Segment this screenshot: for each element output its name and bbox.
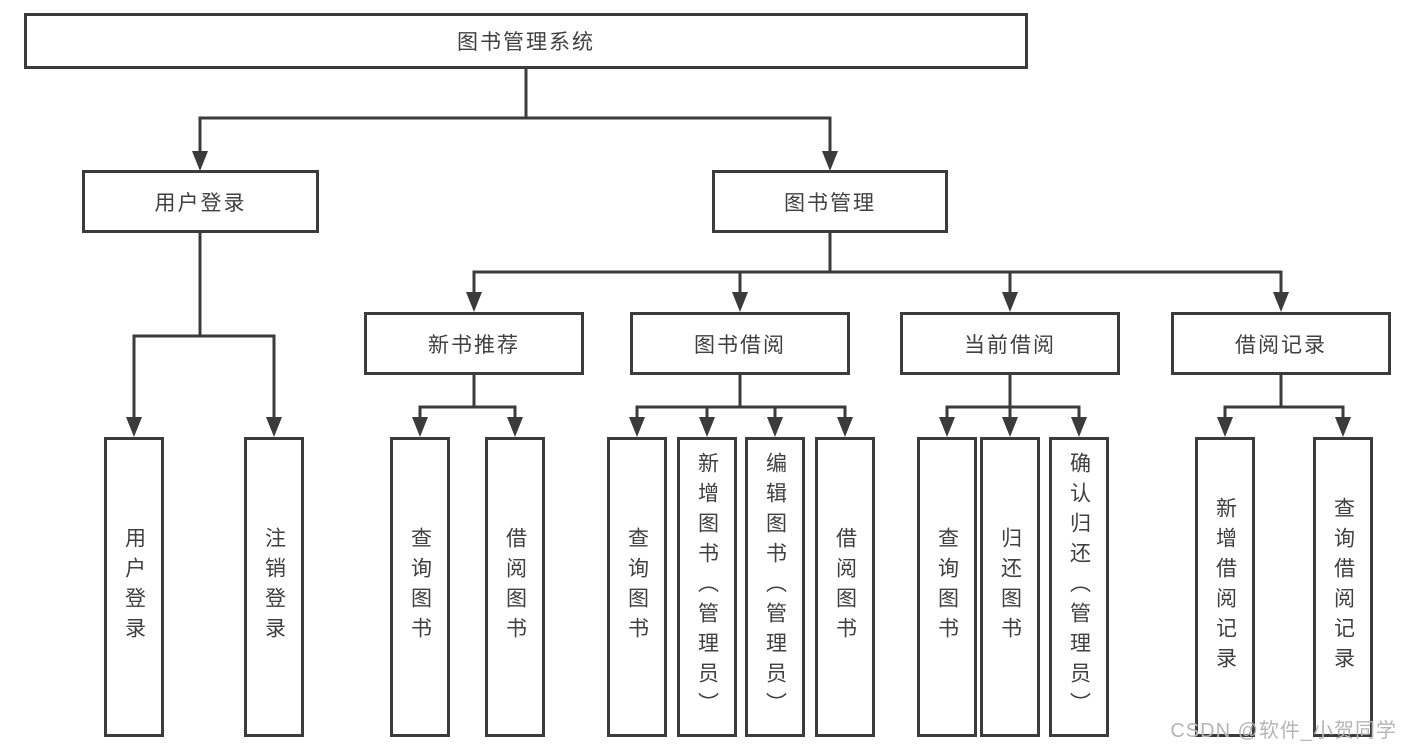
node-current-borrowing: 当前借阅 [900,312,1120,375]
connector-line [132,231,276,421]
leaf-borrow-edit-books-admin-label: 编辑图书（管理员） [763,452,787,722]
leaf-current-query-books: 查询图书 [917,437,977,737]
node-current-borrowing-label: 当前借阅 [964,333,1056,357]
leaf-records-add-borrow-record: 新增借阅记录 [1195,437,1255,737]
leaf-current-confirm-return-admin: 确认归还（管理员） [1049,437,1109,737]
leaf-borrow-add-books-admin: 新增图书（管理员） [677,437,737,737]
leaf-borrow-add-books-admin-label: 新增图书（管理员） [695,452,719,722]
leaf-current-return-books: 归还图书 [980,437,1040,737]
arrow-down-icon [507,417,523,437]
leaf-recommend-query-books: 查询图书 [390,437,450,737]
arrow-down-icon [732,292,748,312]
connector-borrowing-records-to-leaves [1217,373,1351,437]
watermark: CSDN @软件_小贺同学 [1170,720,1397,742]
connector-line [1223,373,1345,421]
node-borrowing-records-label: 借阅记录 [1235,333,1327,357]
leaf-current-return-books-label: 归还图书 [998,527,1022,647]
arrow-down-icon [1002,292,1018,312]
leaf-recommend-borrow-books: 借阅图书 [485,437,545,737]
leaf-logout-label: 注销登录 [262,527,286,647]
leaf-borrow-query-books: 查询图书 [607,437,667,737]
connector-current-borrowing-to-leaves [939,373,1087,437]
node-new-book-recommendation-label: 新书推荐 [428,333,520,357]
connector-root-to-level2 [192,66,838,171]
connector-book-management-to-level3 [466,231,1289,312]
arrow-down-icon [126,417,142,437]
node-book-borrowing: 图书借阅 [630,312,850,375]
node-book-management: 图书管理 [712,170,948,233]
arrow-down-icon [266,417,282,437]
connector-line [472,231,1283,296]
leaf-records-query-borrow-record-label: 查询借阅记录 [1331,497,1355,677]
node-user-login-label: 用户登录 [154,191,247,215]
connector-line [945,373,1081,421]
node-root-label: 图书管理系统 [457,31,595,54]
connector-line [635,373,847,421]
arrow-down-icon [767,417,783,437]
arrow-down-icon [822,151,838,171]
arrow-down-icon [837,417,853,437]
leaf-records-add-borrow-record-label: 新增借阅记录 [1213,497,1237,677]
leaf-borrow-borrow-books: 借阅图书 [815,437,875,737]
arrow-down-icon [629,417,645,437]
leaf-current-query-books-label: 查询图书 [935,527,959,647]
node-root: 图书管理系统 [24,13,1028,69]
connector-new-book-recommendation-to-leaves [412,373,523,437]
node-borrowing-records: 借阅记录 [1171,312,1391,375]
arrow-down-icon [1335,417,1351,437]
leaf-current-confirm-return-admin-label: 确认归还（管理员） [1067,452,1091,722]
arrow-down-icon [1071,417,1087,437]
connector-line [198,66,832,154]
arrow-down-icon [939,417,955,437]
leaf-user-login-label: 用户登录 [122,527,146,647]
arrow-down-icon [466,292,482,312]
connector-user-login-to-leaves [126,231,282,437]
node-book-borrowing-label: 图书借阅 [694,333,786,357]
leaf-borrow-query-books-label: 查询图书 [625,527,649,647]
leaf-borrow-borrow-books-label: 借阅图书 [833,527,857,647]
leaf-recommend-query-books-label: 查询图书 [408,527,432,647]
connector-book-borrowing-to-leaves [629,373,853,437]
leaf-borrow-edit-books-admin: 编辑图书（管理员） [745,437,805,737]
arrow-down-icon [192,151,208,171]
leaf-records-query-borrow-record: 查询借阅记录 [1313,437,1373,737]
arrow-down-icon [412,417,428,437]
connector-line [418,373,517,421]
arrow-down-icon [1002,417,1018,437]
node-new-book-recommendation: 新书推荐 [364,312,584,375]
node-book-management-label: 图书管理 [784,191,876,215]
arrow-down-icon [1273,292,1289,312]
leaf-user-login: 用户登录 [104,437,164,737]
leaf-logout: 注销登录 [244,437,304,737]
arrow-down-icon [699,417,715,437]
node-user-login: 用户登录 [82,170,319,233]
arrow-down-icon [1217,417,1233,437]
leaf-recommend-borrow-books-label: 借阅图书 [503,527,527,647]
